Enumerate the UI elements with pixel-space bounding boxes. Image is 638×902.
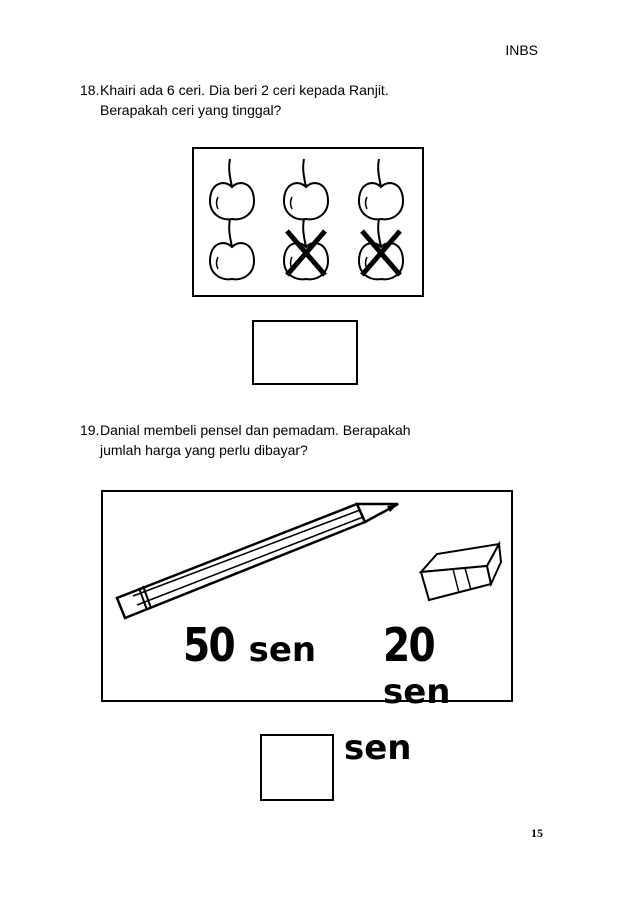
header-code: INBS xyxy=(505,42,538,58)
answer-unit-label: sen xyxy=(344,728,412,768)
page-number: 15 xyxy=(531,826,543,840)
question-number: 18. xyxy=(80,82,100,98)
question-number: 19. xyxy=(80,422,100,438)
cherry-6-crossed xyxy=(358,218,404,281)
question-text-line2: jumlah harga yang perlu dibayar? xyxy=(100,442,308,458)
eraser-price: 20 sen xyxy=(383,618,511,712)
items-picture-frame: 50 sen 20 sen xyxy=(101,490,513,712)
question-text-line2: Berapakah ceri yang tinggal? xyxy=(100,102,282,118)
cherry-5-crossed xyxy=(283,218,329,281)
question-text-line1: Danial membeli pensel dan pemadam. Berap… xyxy=(100,422,411,438)
pencil-icon xyxy=(115,502,399,620)
cherry-1 xyxy=(209,158,255,221)
question-18: 18.Khairi ada 6 ceri. Dia beri 2 ceri ke… xyxy=(80,80,389,120)
question-19: 19.Danial membeli pensel dan pemadam. Be… xyxy=(80,420,411,460)
eraser-icon xyxy=(418,540,503,602)
eraser-price-value: 20 xyxy=(383,618,436,672)
question-text-line1: Khairi ada 6 ceri. Dia beri 2 ceri kepad… xyxy=(100,82,389,98)
answer-box-19[interactable] xyxy=(260,734,334,801)
pencil-price-value: 50 xyxy=(183,618,236,672)
cherries-illustration xyxy=(209,158,404,281)
eraser-price-unit: sen xyxy=(383,672,451,712)
cherry-picture-frame xyxy=(192,147,424,297)
items-illustration xyxy=(115,502,503,620)
answer-box-18[interactable] xyxy=(252,320,358,385)
cherry-4 xyxy=(209,218,255,281)
pencil-price: 50 sen xyxy=(183,618,316,672)
pencil-price-unit: sen xyxy=(248,630,317,670)
cherry-3 xyxy=(358,158,404,221)
cherry-2 xyxy=(283,158,329,221)
